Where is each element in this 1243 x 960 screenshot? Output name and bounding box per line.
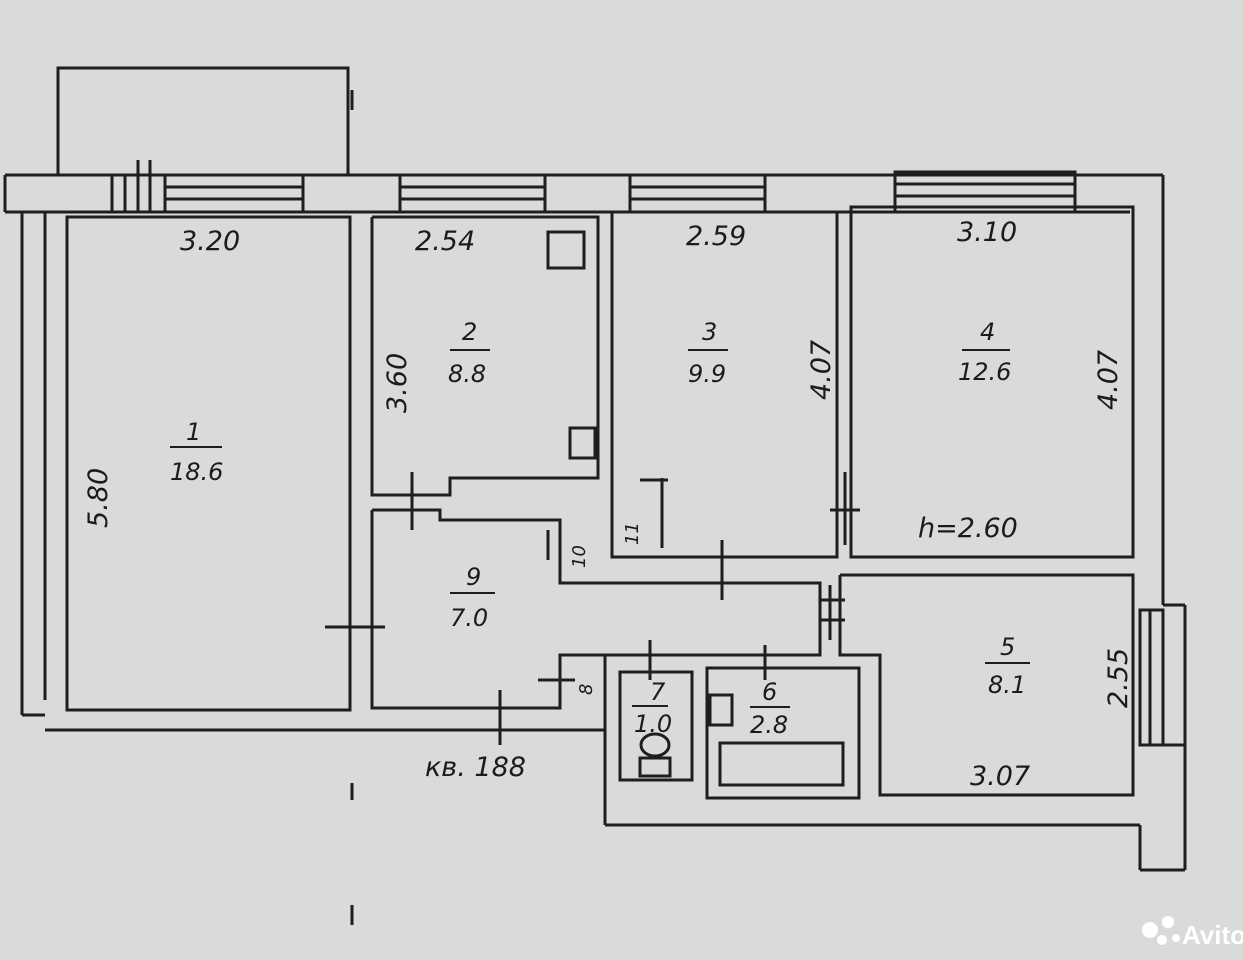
room-6-number: 6 [762, 678, 777, 706]
room-5-label: 5 8.1 [985, 633, 1030, 699]
room-1-width-dimension: 3.20 [180, 226, 240, 257]
room-4-width-dimension: 3.10 [957, 217, 1017, 248]
room-1-length-dimension: 5.80 [83, 468, 114, 528]
room-3-outline [610, 210, 839, 559]
room-9-number: 9 [466, 563, 481, 591]
apartment-label: кв. 188 [425, 752, 526, 783]
room-2-outline [370, 215, 600, 497]
room-3-label: 3 9.9 [688, 318, 728, 388]
room-7-number: 7 [650, 678, 666, 706]
room-2-area: 8.8 [448, 360, 486, 388]
room-5-width-dimension: 3.07 [970, 761, 1030, 792]
balcony [56, 66, 350, 175]
toilet-7-outline [618, 670, 694, 782]
room-1-label: 1 18.6 [170, 418, 223, 486]
room-2-length-dimension: 3.60 [382, 353, 413, 413]
room-4-number: 4 [980, 318, 995, 346]
door-marks [325, 472, 860, 745]
room-5-area: 8.1 [988, 671, 1026, 699]
label-10: 10 [569, 545, 590, 568]
room-1-area: 18.6 [170, 458, 223, 486]
room-1-number: 1 [186, 418, 201, 446]
label-11: 11 [622, 522, 643, 545]
room-5-length-dimension: 2.55 [1103, 648, 1134, 708]
avito-logo-icon [1142, 916, 1180, 945]
room-9-area: 7.0 [450, 604, 488, 632]
room-4-label: 4 12.6 [958, 318, 1011, 386]
avito-watermark: Avito [1142, 916, 1243, 950]
room-6-area: 2.8 [750, 711, 788, 739]
room-7-area: 1.0 [634, 710, 672, 738]
room-2-number: 2 [462, 318, 477, 346]
bathroom-6-outline [705, 666, 861, 800]
room-7-label: 7 1.0 [632, 678, 672, 738]
label-8: 8 [576, 684, 597, 695]
room-6-label: 6 2.8 [750, 678, 790, 739]
room-3-length-dimension: 4.07 [806, 340, 837, 400]
room-3-width-dimension: 2.59 [686, 221, 746, 252]
room-4-outline [849, 205, 1135, 559]
ceiling-height-label: h=2.60 [918, 513, 1018, 544]
room-5-outline [838, 573, 1135, 797]
room-2-label: 2 8.8 [448, 318, 490, 388]
room-1-outline [65, 215, 352, 712]
room-5-number: 5 [1000, 633, 1015, 661]
hall-9-outline [370, 508, 822, 710]
room-3-area: 9.9 [688, 360, 726, 388]
room-3-number: 3 [702, 318, 717, 346]
room-2-width-dimension: 2.54 [415, 226, 475, 257]
avito-watermark-text: Avito [1182, 920, 1243, 950]
windows [110, 160, 1165, 747]
room-9-label: 9 7.0 [450, 563, 495, 632]
room-4-area: 12.6 [958, 358, 1011, 386]
room-4-length-dimension: 4.07 [1093, 350, 1124, 410]
